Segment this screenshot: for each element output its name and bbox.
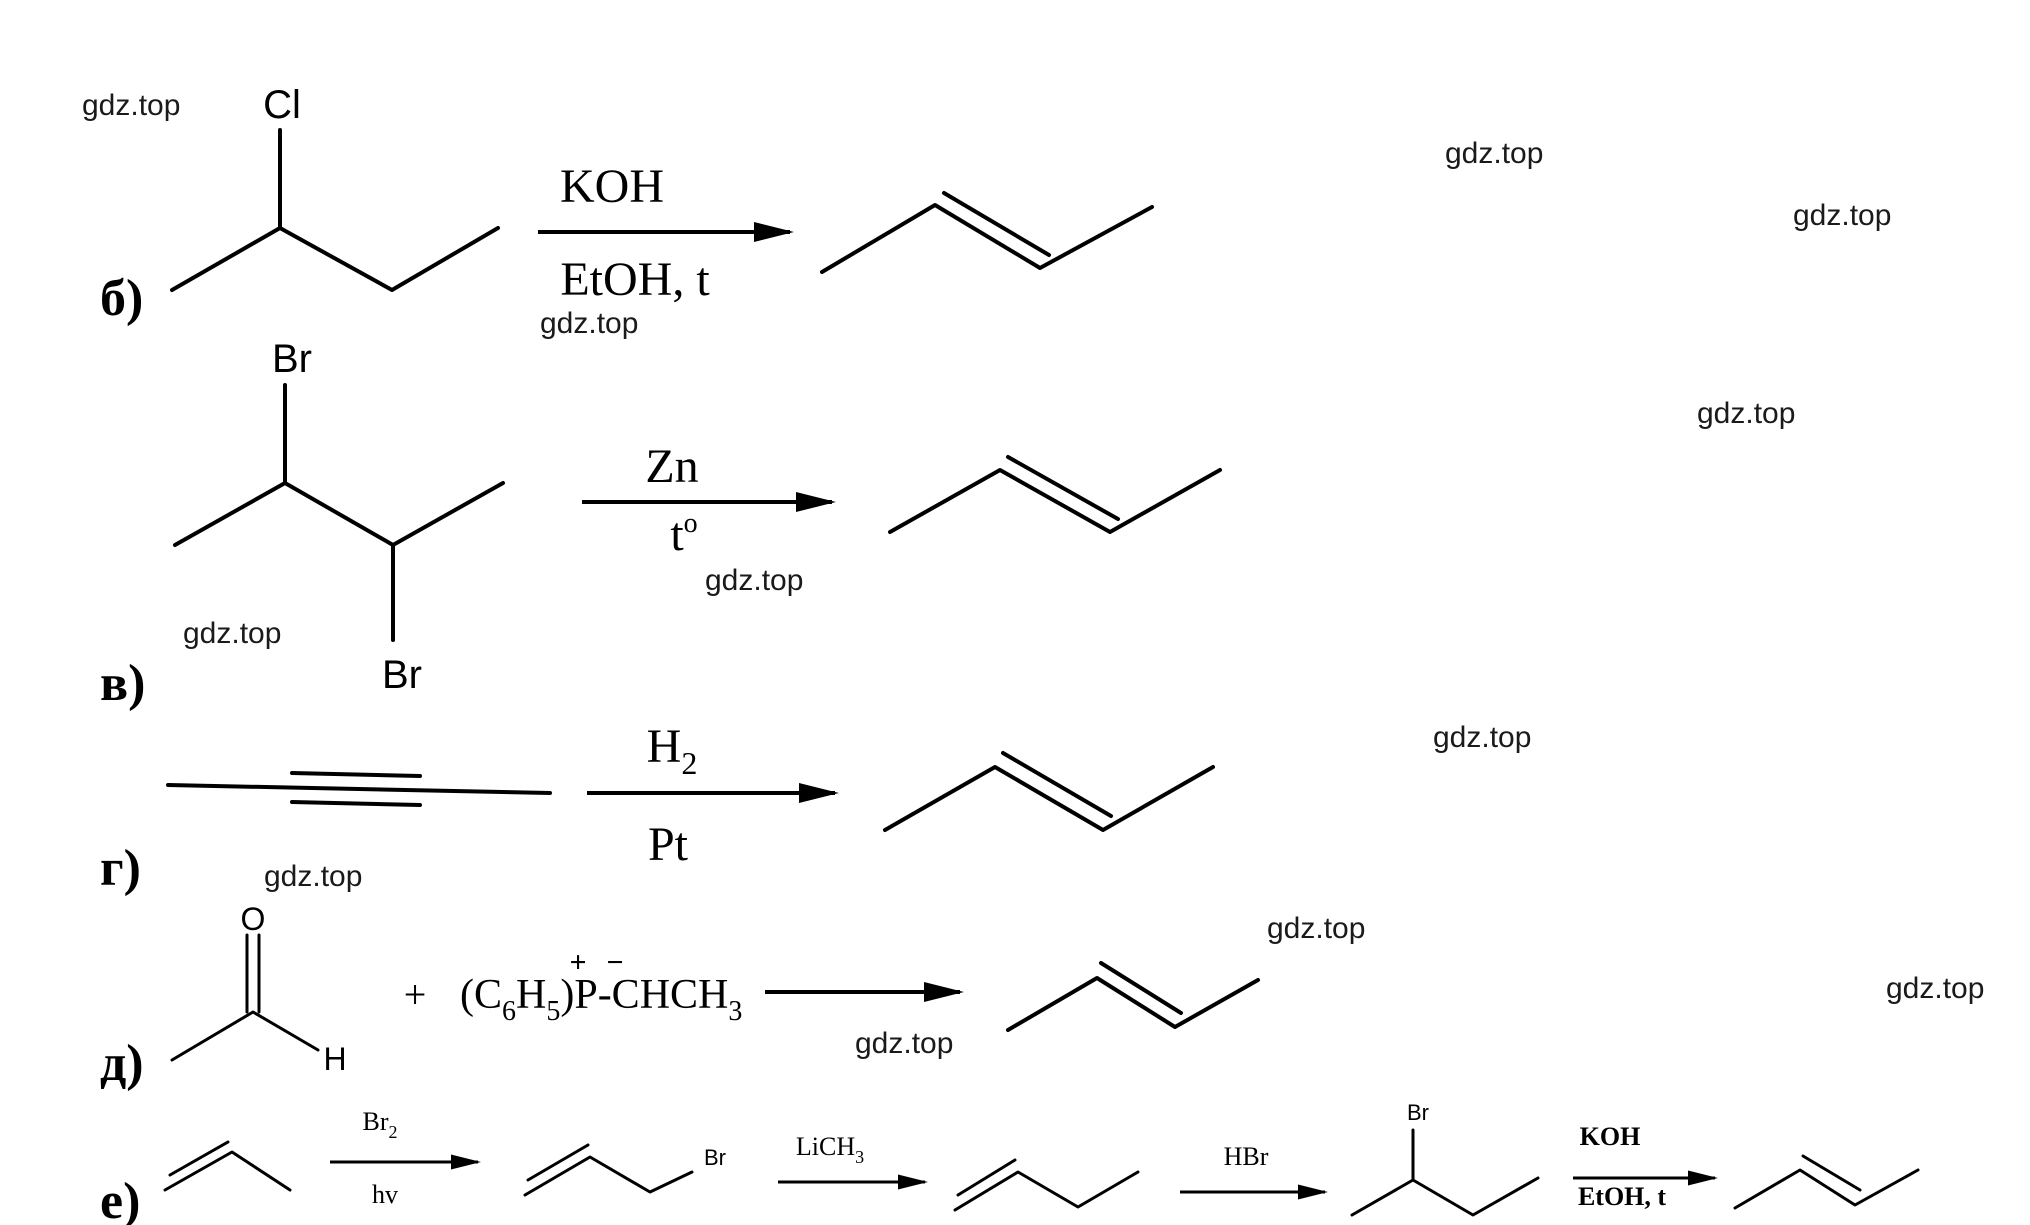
reactant-2-chlorobutane: Cl <box>170 83 500 292</box>
atom-br-bottom: Br <box>382 653 422 697</box>
atom-h: H <box>323 1041 346 1077</box>
plus-sign: + <box>404 972 427 1017</box>
reagent-etoh: EtOH, t <box>560 253 710 306</box>
reagent-hbr: HBr <box>1224 1142 1269 1171</box>
label-d: д) <box>100 1035 144 1092</box>
reactant-2-3-dibromobutane: Br Br <box>173 337 505 697</box>
watermark: gdz.top <box>1886 972 1984 1005</box>
reaction-d: д) O H + (C6H5)P-CHCH3 + − <box>100 901 1260 1092</box>
product-but-2-ene <box>888 455 1222 534</box>
watermark: gdz.top <box>540 307 638 340</box>
watermark: gdz.top <box>264 860 362 893</box>
watermark: gdz.top <box>1697 397 1795 430</box>
watermark: gdz.top <box>183 617 281 650</box>
reagent-etoh-e: EtOH, t <box>1578 1182 1666 1211</box>
reactant-propene <box>163 1140 292 1192</box>
label-e: е) <box>100 1173 140 1225</box>
reaction-e: е) Br2 hv Br LiCH3 HBr Br KOH EtOH, t <box>100 1100 1920 1225</box>
reagent-lich3: LiCH3 <box>796 1132 864 1167</box>
watermark: gdz.top <box>1793 199 1891 232</box>
reagent-br2: Br2 <box>363 1107 398 1142</box>
reagent-koh: KOH <box>560 160 664 213</box>
reagent-temp: to <box>670 508 697 561</box>
watermark: gdz.top <box>1267 912 1365 945</box>
reaction-v: в) Br Br Zn to <box>100 337 1222 712</box>
atom-br-2: Br <box>1407 1100 1429 1125</box>
product-2-bromobutane: Br <box>1350 1100 1540 1217</box>
label-b: б) <box>100 270 143 327</box>
reagent-pt: Pt <box>648 818 689 871</box>
atom-br-allyl: Br <box>704 1145 726 1170</box>
reagent-ylide: (C6H5)P-CHCH3 <box>460 972 742 1027</box>
watermark: gdz.top <box>1445 137 1543 170</box>
watermark: gdz.top <box>705 564 803 597</box>
label-g: г) <box>100 840 141 897</box>
label-v: в) <box>100 655 145 712</box>
product-but-2-ene <box>820 191 1154 274</box>
reaction-g: г) H2 Pt <box>100 720 1215 897</box>
product-but-1-ene <box>953 1158 1140 1212</box>
reaction-b: б) Cl KOH EtOH, t <box>100 83 1154 327</box>
product-but-2-ene <box>883 751 1215 832</box>
reagent-koh-e: KOH <box>1580 1122 1641 1151</box>
watermark: gdz.top <box>82 89 180 122</box>
watermark: gdz.top <box>1433 721 1531 754</box>
reagent-zn: Zn <box>645 440 698 493</box>
reagent-h2: H2 <box>647 720 698 781</box>
reactant-but-2-yne <box>166 771 552 807</box>
reagent-hv: hv <box>372 1180 398 1209</box>
product-but-2-ene <box>1006 961 1260 1032</box>
atom-br-top: Br <box>272 337 312 381</box>
reactant-acetaldehyde: O H <box>170 901 347 1077</box>
watermarks: gdz.top gdz.top gdz.top gdz.top gdz.top … <box>82 89 1984 1060</box>
product-but-2-ene <box>1733 1154 1920 1210</box>
charge-minus: − <box>606 946 623 979</box>
atom-cl: Cl <box>263 83 301 127</box>
watermark: gdz.top <box>855 1027 953 1060</box>
charge-plus: + <box>569 946 586 979</box>
product-allyl-bromide: Br <box>523 1143 726 1197</box>
atom-o: O <box>241 901 266 937</box>
